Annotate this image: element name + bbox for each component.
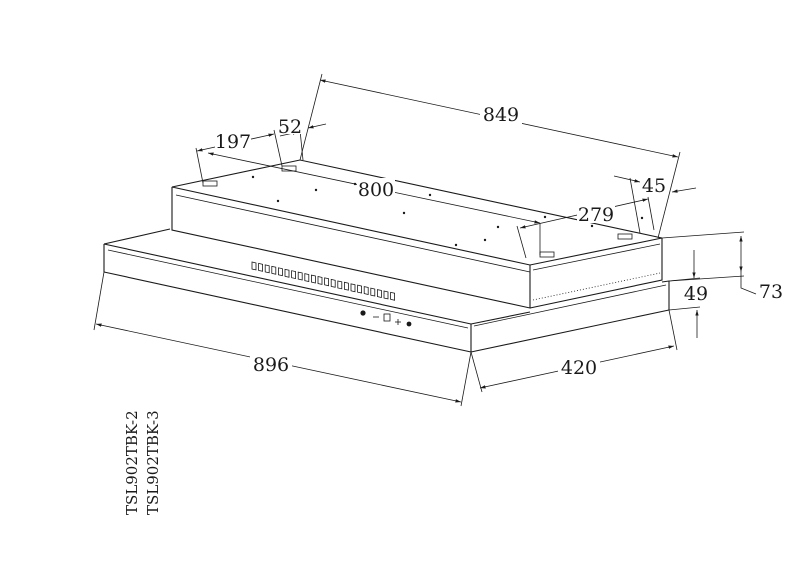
vent-slot (304, 273, 310, 283)
vent-slot (370, 287, 376, 297)
dim-420: 420 (470, 309, 678, 393)
fan-indicator-icon (406, 321, 412, 327)
dim-45-label: 45 (642, 175, 666, 197)
model-labels: TSL902TBK-2 TSL902TBK-3 (123, 410, 162, 515)
dim-896-label: 896 (253, 354, 289, 376)
vent-slot (337, 280, 343, 290)
light-button-icon (383, 313, 391, 322)
vent-slot (264, 264, 270, 274)
vent-slot (271, 265, 277, 275)
vent-slot (390, 291, 396, 301)
dim-849: 849 (299, 73, 681, 239)
dim-800: 800 (207, 152, 541, 255)
vent-slot (317, 276, 323, 285)
dim-279-label: 279 (578, 204, 614, 226)
vent-slots (251, 261, 396, 301)
lower-body (103, 228, 670, 353)
model-label-2: TSL902TBK-3 (144, 410, 162, 515)
vent-slot (284, 268, 290, 278)
plus-icon (395, 319, 401, 325)
dim-279: 279 (516, 196, 655, 259)
vent-slot (324, 277, 330, 287)
vent-slot (343, 281, 349, 291)
dim-197: 197 (195, 129, 283, 184)
vent-slot (376, 289, 382, 298)
vent-slot (330, 278, 336, 288)
vent-slot (277, 267, 283, 277)
dim-896: 896 (93, 271, 472, 407)
dim-420-label: 420 (561, 357, 597, 379)
dim-52-label: 52 (278, 116, 302, 138)
dim-49: 49 (668, 250, 708, 338)
dim-73: 73 (661, 231, 783, 303)
vent-slot (350, 283, 356, 293)
vent-slot (258, 262, 264, 272)
upper-box (171, 159, 663, 309)
dim-45: 45 (613, 175, 697, 234)
vent-slot (291, 270, 297, 280)
model-label-1: TSL902TBK-2 (123, 410, 141, 515)
vent-slot (363, 286, 369, 295)
dim-49-label: 49 (684, 283, 708, 305)
vent-slot (357, 284, 363, 294)
vent-slot (310, 274, 316, 284)
vent-slot (251, 261, 257, 271)
power-indicator-icon (360, 310, 366, 316)
vent-slot (383, 290, 389, 300)
vent-slot (297, 271, 303, 281)
control-panel (360, 310, 412, 327)
dim-800-label: 800 (358, 179, 394, 201)
dim-197-label: 197 (215, 131, 251, 153)
dim-849-label: 849 (483, 104, 519, 126)
dim-73-label: 73 (759, 281, 783, 303)
dim-52: 52 (278, 116, 327, 161)
